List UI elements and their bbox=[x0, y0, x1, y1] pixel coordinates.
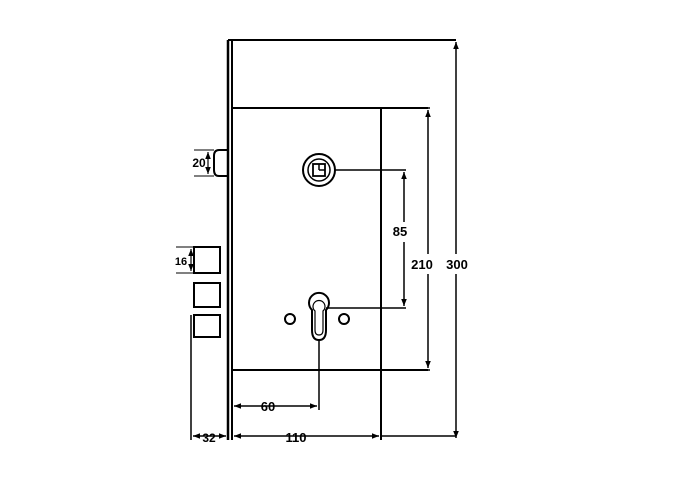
latch-bolt bbox=[213, 149, 228, 177]
label-210-background bbox=[415, 254, 441, 274]
label-300-background bbox=[444, 254, 470, 274]
dimension-label-210: 210 bbox=[411, 257, 433, 272]
dimension-label-85: 85 bbox=[393, 224, 407, 239]
extension-lines bbox=[176, 107, 430, 440]
dimension-label-32: 32 bbox=[202, 431, 216, 445]
dead-bolt-top bbox=[193, 246, 221, 274]
dimension-label-110: 110 bbox=[286, 430, 307, 445]
spindle-follower bbox=[302, 153, 336, 187]
faceplate bbox=[226, 39, 456, 440]
dead-bolt-middle bbox=[193, 282, 221, 308]
dimension-label-300: 300 bbox=[446, 257, 468, 272]
dead-bolt-bottom bbox=[193, 314, 221, 338]
dimension-lines bbox=[188, 42, 459, 439]
cylinder-hole bbox=[284, 291, 350, 342]
dimension-label-20: 20 bbox=[192, 156, 206, 170]
dimension-label-16: 16 bbox=[175, 256, 187, 268]
label-85-background bbox=[390, 222, 414, 242]
dimension-label-60: 60 bbox=[261, 399, 275, 414]
